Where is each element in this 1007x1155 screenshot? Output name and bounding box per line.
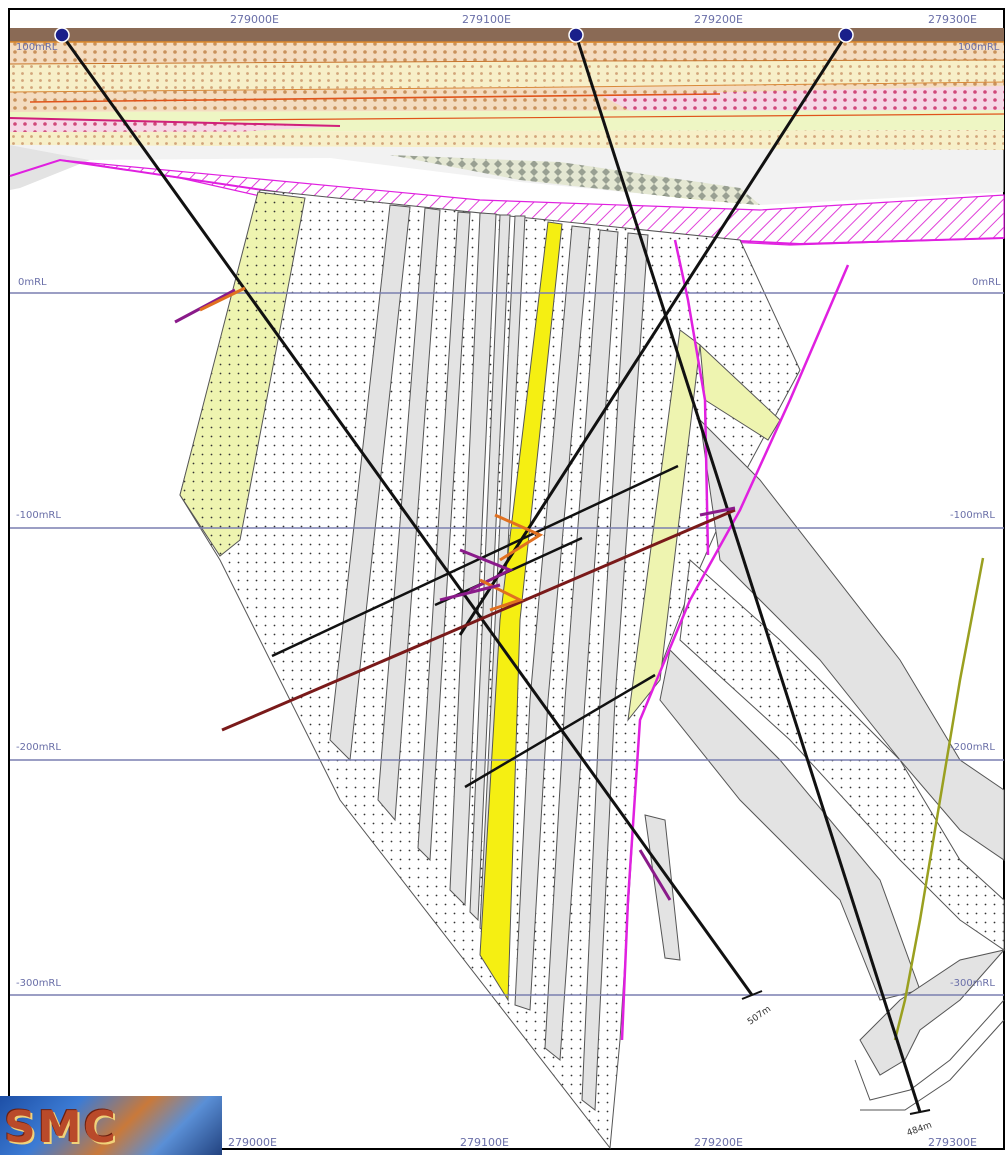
easting-bottom-4: 279300E — [928, 1136, 977, 1149]
logo-text: SMC — [4, 1102, 118, 1153]
olive-contact-line — [893, 557, 985, 1041]
easting-top-3: 279200E — [694, 13, 743, 26]
easting-bottom-3: 279200E — [694, 1136, 743, 1149]
easting-top-1: 279000E — [230, 13, 279, 26]
intercept-markers — [174, 286, 736, 901]
rl-left-0: 0mRL — [18, 277, 47, 288]
drillhole-b — [574, 34, 922, 1113]
collar-b — [568, 27, 584, 43]
drillhole-d — [271, 464, 679, 658]
rl-left-2: -200mRL — [16, 742, 61, 753]
rl-left-1: -100mRL — [16, 510, 61, 521]
hole-end-ticks — [741, 990, 931, 1115]
rl-right-3: -300mRL — [950, 978, 995, 989]
drillhole-c — [458, 34, 848, 636]
rl-right-0: 0mRL — [972, 277, 1001, 288]
pale-yellow-unit-west — [179, 191, 306, 557]
rl-right-1: -100mRL — [950, 510, 995, 521]
drillhole-f — [464, 673, 656, 789]
company-logo: SMC — [0, 1096, 222, 1155]
rl-right-2: -200mRL — [950, 742, 995, 753]
collars — [54, 27, 854, 43]
collar-a — [54, 27, 70, 43]
easting-top-2: 279100E — [462, 13, 511, 26]
drillholes — [60, 34, 922, 1113]
pale-yellow-unit-east — [627, 329, 701, 722]
rl-top-right: 100mRL — [958, 42, 1000, 53]
easting-top-4: 279300E — [928, 13, 977, 26]
drillhole-g — [221, 508, 736, 732]
drillhole-a — [60, 34, 754, 996]
yellow-marker-unit — [479, 221, 563, 1002]
easting-bottom-2: 279100E — [460, 1136, 509, 1149]
rl-grid — [10, 292, 1004, 996]
fault-lines — [620, 239, 850, 1041]
bedrock-units — [179, 189, 801, 1150]
rl-left-3: -300mRL — [16, 978, 61, 989]
collar-c — [838, 27, 854, 43]
easting-bottom-1: 279000E — [228, 1136, 277, 1149]
rl-top-left: 100mRL — [16, 42, 58, 53]
